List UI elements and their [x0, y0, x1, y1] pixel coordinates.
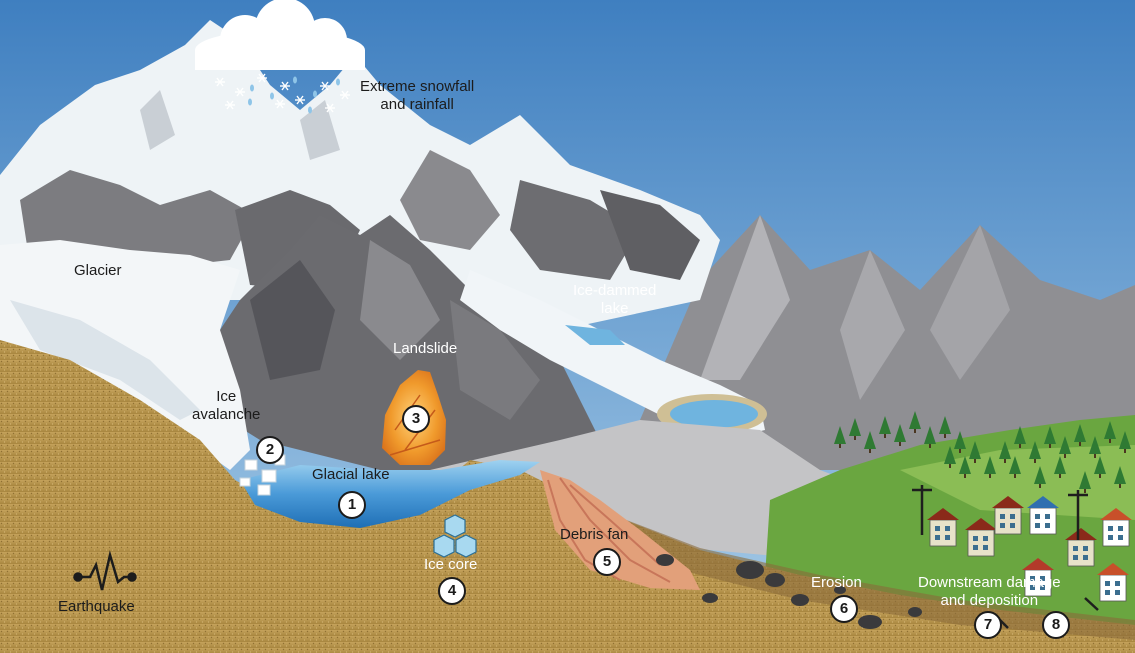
marker-1: 1 — [338, 491, 366, 519]
ice-dammed-label-line2: lake — [600, 300, 629, 317]
boulders — [656, 554, 922, 629]
tree-icon — [939, 416, 951, 438]
ice-avalanche-label-line1: Ice — [216, 388, 237, 405]
snowflake-icon — [257, 73, 267, 83]
house-icon — [1022, 558, 1054, 597]
tree-icon — [1029, 441, 1041, 463]
precipitation — [215, 73, 350, 114]
tree-icon — [1079, 471, 1091, 493]
snowflake-icon — [235, 87, 245, 97]
cloud-icon — [195, 0, 365, 70]
ice-avalanche-label-line2: avalanche — [192, 406, 261, 423]
tree-icon — [1119, 431, 1131, 453]
tree-icon — [894, 424, 906, 446]
raindrop-icon — [248, 98, 252, 106]
raindrop-icon — [308, 106, 312, 114]
tree-icon — [834, 426, 846, 448]
snowflake-icon — [275, 99, 285, 109]
tree-icon — [954, 431, 966, 453]
tree-icon — [1074, 424, 1086, 446]
tree-icon — [969, 441, 981, 463]
tree-icon — [984, 456, 996, 478]
tree-icon — [1114, 466, 1126, 488]
tree-icon — [944, 446, 956, 468]
glacial-lake — [240, 460, 540, 528]
tree-icon — [1104, 421, 1116, 443]
tree-icon — [1054, 456, 1066, 478]
marker-3: 3 — [402, 405, 430, 433]
tree-icon — [1059, 436, 1071, 458]
snowflake-icon — [340, 90, 350, 100]
ice-dammed-lake-label: Ice-dammed lake — [573, 282, 656, 318]
ice-avalanche-label: Ice avalanche — [192, 388, 260, 424]
seismograph-icon — [73, 550, 137, 591]
glacier-label: Glacier — [74, 262, 122, 279]
house-icon — [1097, 563, 1129, 602]
tree-icon — [909, 411, 921, 433]
house-icon — [1027, 496, 1059, 535]
ice-core-label: Ice core — [424, 556, 478, 573]
village — [927, 496, 1132, 602]
marker-8: 8 — [1042, 611, 1070, 639]
marker-4: 4 — [438, 577, 466, 605]
house-icon — [992, 496, 1024, 535]
snowfall-label-line2: and rainfall — [380, 96, 454, 113]
marker-6: 6 — [830, 595, 858, 623]
tree-icon — [999, 441, 1011, 463]
glacial-lake-label: Glacial lake — [312, 466, 390, 483]
tree-icon — [1094, 456, 1106, 478]
snowflake-icon — [320, 81, 330, 91]
tree-icon — [959, 456, 971, 478]
tree-icon — [1014, 426, 1026, 448]
tree-icon — [1044, 426, 1056, 448]
forest — [834, 411, 1131, 493]
raindrop-icon — [336, 78, 340, 86]
snowflake-icon — [225, 100, 235, 110]
snowflake-icon — [325, 103, 335, 113]
ice-avalanche-blocks — [239, 454, 286, 496]
raindrop-icon — [250, 84, 254, 92]
debris-fan-label: Debris fan — [560, 526, 629, 543]
snowfall-label: Extreme snowfall and rainfall — [360, 78, 474, 114]
tree-icon — [849, 418, 861, 440]
ice-dammed-label-line1: Ice-dammed — [573, 282, 657, 299]
tree-icon — [864, 431, 876, 453]
raindrop-icon — [270, 92, 274, 100]
tree-icon — [1009, 456, 1021, 478]
marker-7: 7 — [974, 611, 1002, 639]
raindrop-icon — [313, 90, 317, 98]
snowflake-icon — [280, 81, 290, 91]
tree-icon — [924, 426, 936, 448]
snowflake-icon — [215, 77, 225, 87]
tree-icon — [879, 416, 891, 438]
house-icon — [1065, 528, 1097, 567]
house-icon — [965, 518, 997, 557]
house-icon — [927, 508, 959, 547]
downstream-label-line2: and deposition — [940, 592, 1039, 609]
marker-5: 5 — [593, 548, 621, 576]
downstream-label: Downstream damage and deposition — [918, 574, 1061, 610]
snowflake-icon — [295, 95, 305, 105]
earthquake-label: Earthquake — [58, 598, 135, 615]
landslide-label: Landslide — [393, 340, 458, 357]
house-icon — [1100, 508, 1132, 547]
marker-2: 2 — [256, 436, 284, 464]
snowfall-label-line1: Extreme snowfall — [360, 78, 475, 95]
tree-icon — [1034, 466, 1046, 488]
tree-icon — [1089, 436, 1101, 458]
erosion-label: Erosion — [811, 574, 862, 591]
ice-cube-icon — [433, 514, 477, 558]
raindrop-icon — [293, 76, 297, 84]
downstream-label-line1: Downstream damage — [918, 574, 1061, 591]
